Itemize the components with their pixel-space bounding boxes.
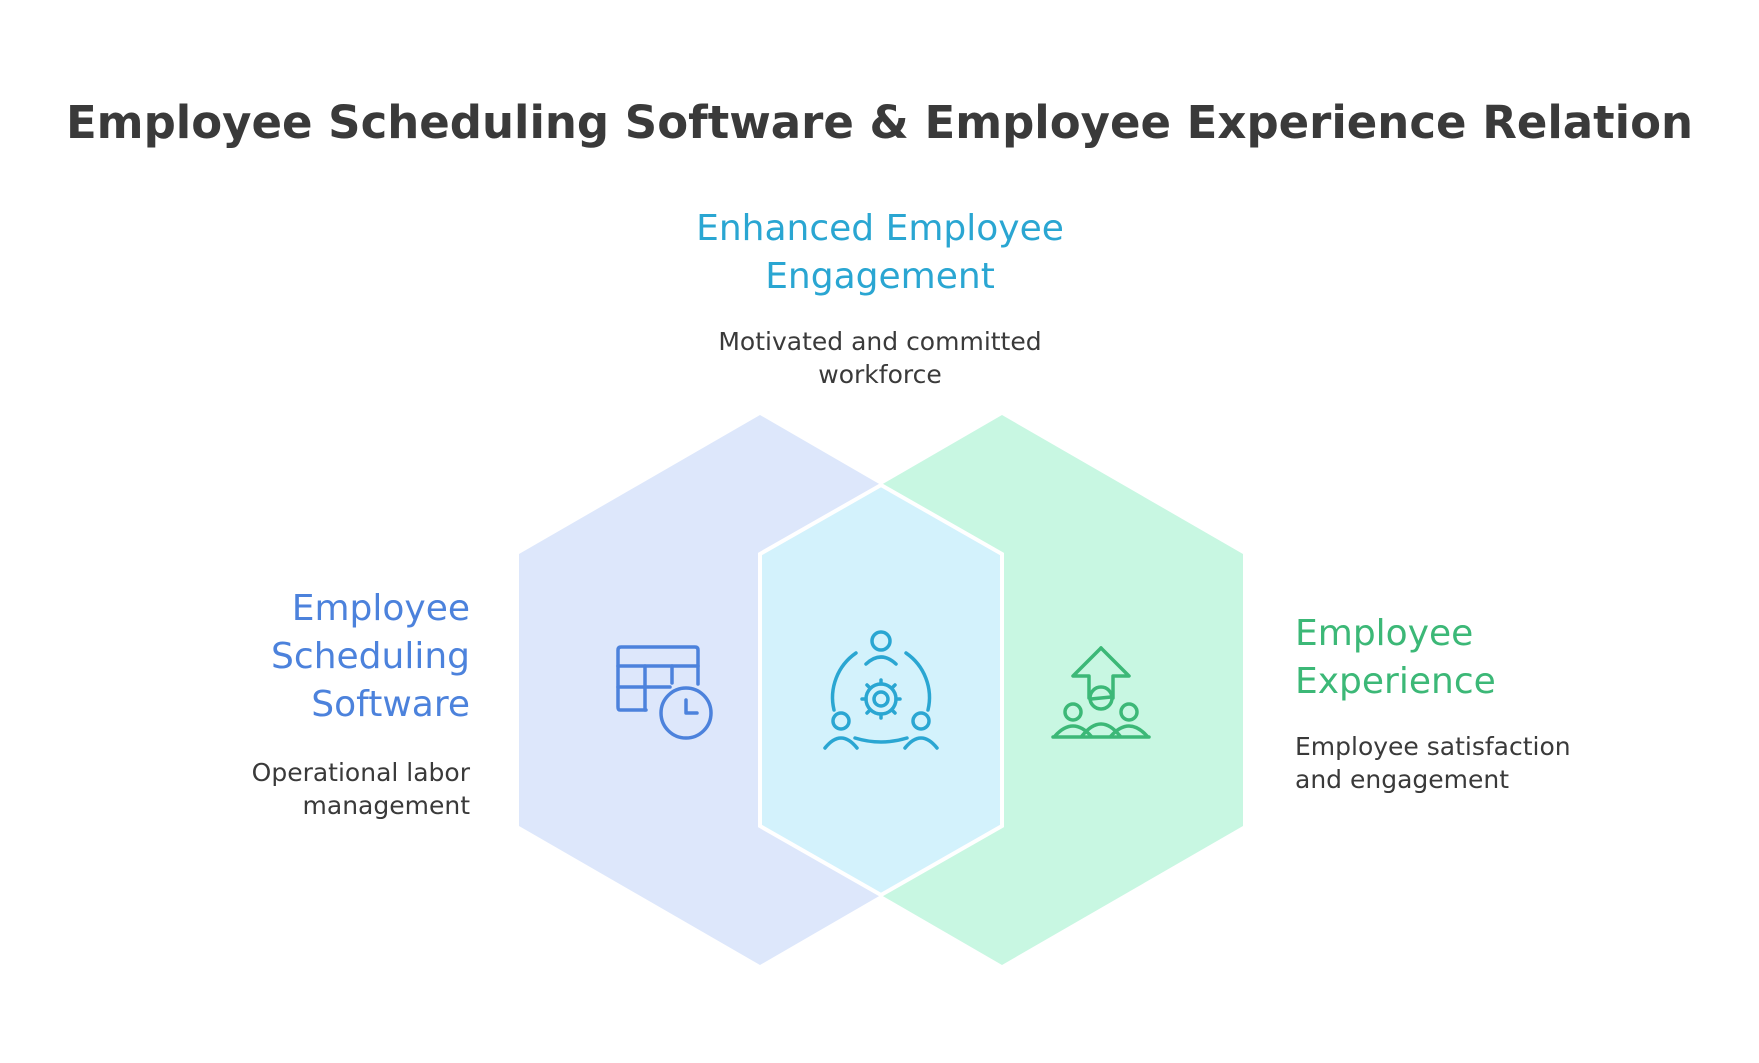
left-heading: Employee Scheduling Software (130, 585, 470, 729)
right-description: Employee satisfaction and engagement (1295, 730, 1735, 796)
overlap-description: Motivated and committed workforce (580, 325, 1180, 391)
right-heading: Employee Experience (1295, 610, 1715, 706)
people-growth-arrow-icon (1051, 646, 1151, 739)
page-title: Employee Scheduling Software & Employee … (65, 96, 1694, 149)
left-heading-line: Software (311, 684, 470, 725)
overlap-description-line: workforce (818, 360, 942, 389)
left-description-line: management (302, 791, 470, 820)
left-description-line: Operational labor (251, 758, 470, 787)
left-description: Operational labor management (130, 756, 470, 822)
right-heading-line: Experience (1295, 661, 1496, 702)
overlap-heading-line: Engagement (765, 256, 995, 297)
hexagon-overlap-engagement (758, 482, 1004, 898)
right-description-line: and engagement (1295, 765, 1510, 794)
schedule-table-clock-icon (616, 645, 713, 740)
overlap-description-line: Motivated and committed (718, 327, 1042, 356)
left-heading-line: Scheduling (271, 636, 470, 677)
right-description-line: Employee satisfaction (1295, 732, 1571, 761)
left-heading-line: Employee (291, 588, 470, 629)
right-heading-line: Employee (1295, 613, 1474, 654)
overlap-heading: Enhanced Employee Engagement (580, 205, 1180, 301)
overlap-heading-line: Enhanced Employee (696, 208, 1064, 249)
team-collaboration-gear-icon (823, 630, 939, 750)
